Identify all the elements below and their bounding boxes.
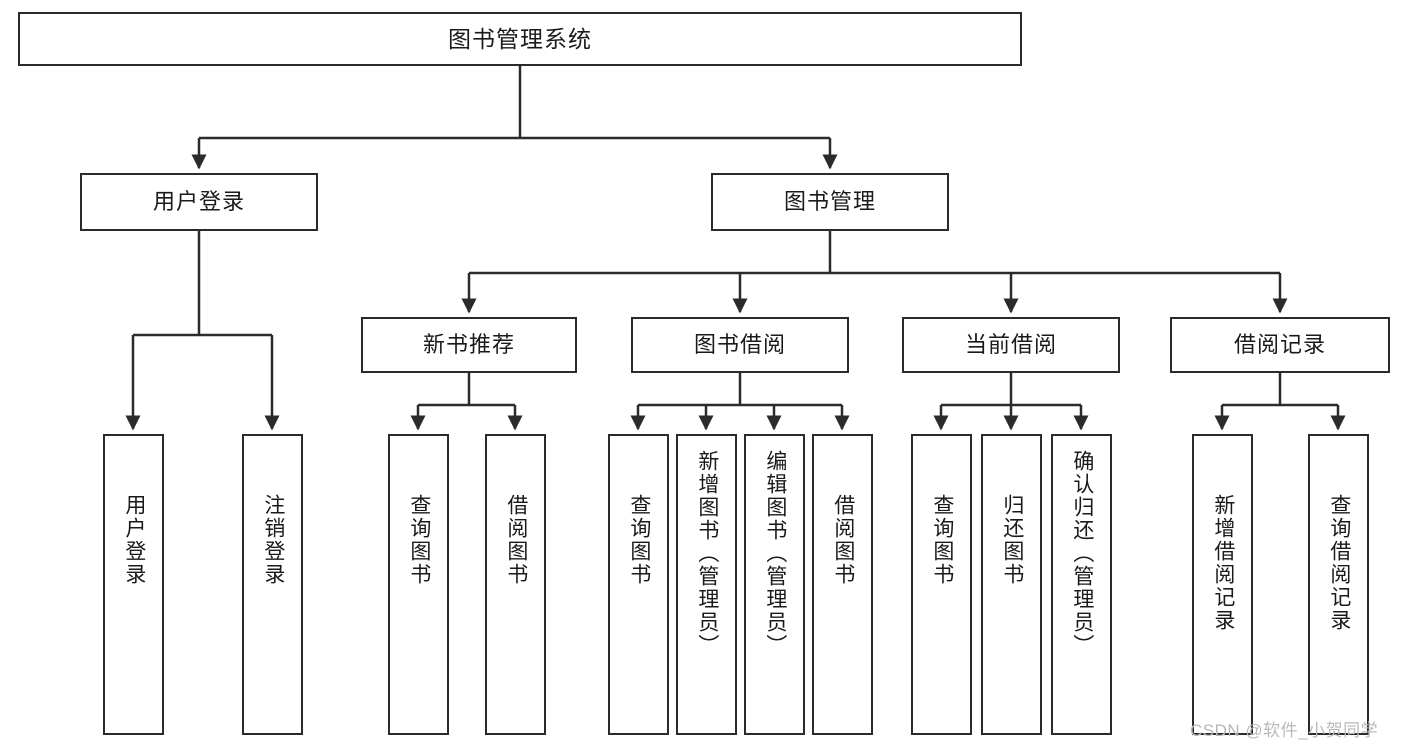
- node-current-borrow[interactable]: 当前借阅: [902, 317, 1120, 373]
- leaf-label: 借阅图书: [831, 494, 855, 586]
- leaf-label: 确认归还（管理员）: [1070, 450, 1094, 657]
- node-root-system[interactable]: 图书管理系统: [18, 12, 1022, 66]
- node-label: 图书借阅: [693, 332, 786, 357]
- node-label: 新书推荐: [422, 332, 515, 357]
- leaf-label: 新增图书（管理员）: [695, 450, 719, 657]
- node-label: 借阅记录: [1233, 332, 1326, 357]
- leaf-label: 用户登录: [122, 494, 146, 586]
- node-label: 图书管理系统: [448, 25, 592, 52]
- leaf-book-borrow-query[interactable]: 查询图书: [608, 434, 669, 735]
- node-book-management[interactable]: 图书管理: [711, 173, 949, 231]
- leaf-label: 新增借阅记录: [1211, 494, 1235, 632]
- leaf-label: 查询图书: [930, 494, 954, 586]
- watermark-text: CSDN @软件_小贺同学: [1190, 721, 1379, 740]
- leaf-user-login-logout[interactable]: 注销登录: [242, 434, 303, 735]
- node-user-login[interactable]: 用户登录: [80, 173, 318, 231]
- leaf-label: 注销登录: [261, 494, 285, 586]
- leaf-book-borrow-add[interactable]: 新增图书（管理员）: [676, 434, 737, 735]
- leaf-book-borrow-borrow[interactable]: 借阅图书: [812, 434, 873, 735]
- leaf-user-login-login[interactable]: 用户登录: [103, 434, 164, 735]
- leaf-new-book-borrow[interactable]: 借阅图书: [485, 434, 546, 735]
- leaf-current-borrow-query[interactable]: 查询图书: [911, 434, 972, 735]
- leaf-borrow-record-add[interactable]: 新增借阅记录: [1192, 434, 1253, 735]
- node-label: 当前借阅: [964, 332, 1057, 357]
- leaf-label: 查询图书: [407, 494, 431, 586]
- node-book-borrow[interactable]: 图书借阅: [631, 317, 849, 373]
- leaf-label: 查询图书: [627, 494, 651, 586]
- leaf-current-borrow-confirm[interactable]: 确认归还（管理员）: [1051, 434, 1112, 735]
- leaf-new-book-query[interactable]: 查询图书: [388, 434, 449, 735]
- node-label: 用户登录: [152, 189, 245, 214]
- leaf-label: 借阅图书: [504, 494, 528, 586]
- node-label: 图书管理: [783, 189, 876, 214]
- node-borrow-record[interactable]: 借阅记录: [1170, 317, 1390, 373]
- leaf-label: 查询借阅记录: [1327, 494, 1351, 632]
- node-new-book-recommend[interactable]: 新书推荐: [361, 317, 577, 373]
- leaf-current-borrow-return[interactable]: 归还图书: [981, 434, 1042, 735]
- leaf-label: 归还图书: [1000, 494, 1024, 586]
- leaf-borrow-record-query[interactable]: 查询借阅记录: [1308, 434, 1369, 735]
- leaf-book-borrow-edit[interactable]: 编辑图书（管理员）: [744, 434, 805, 735]
- leaf-label: 编辑图书（管理员）: [763, 450, 787, 657]
